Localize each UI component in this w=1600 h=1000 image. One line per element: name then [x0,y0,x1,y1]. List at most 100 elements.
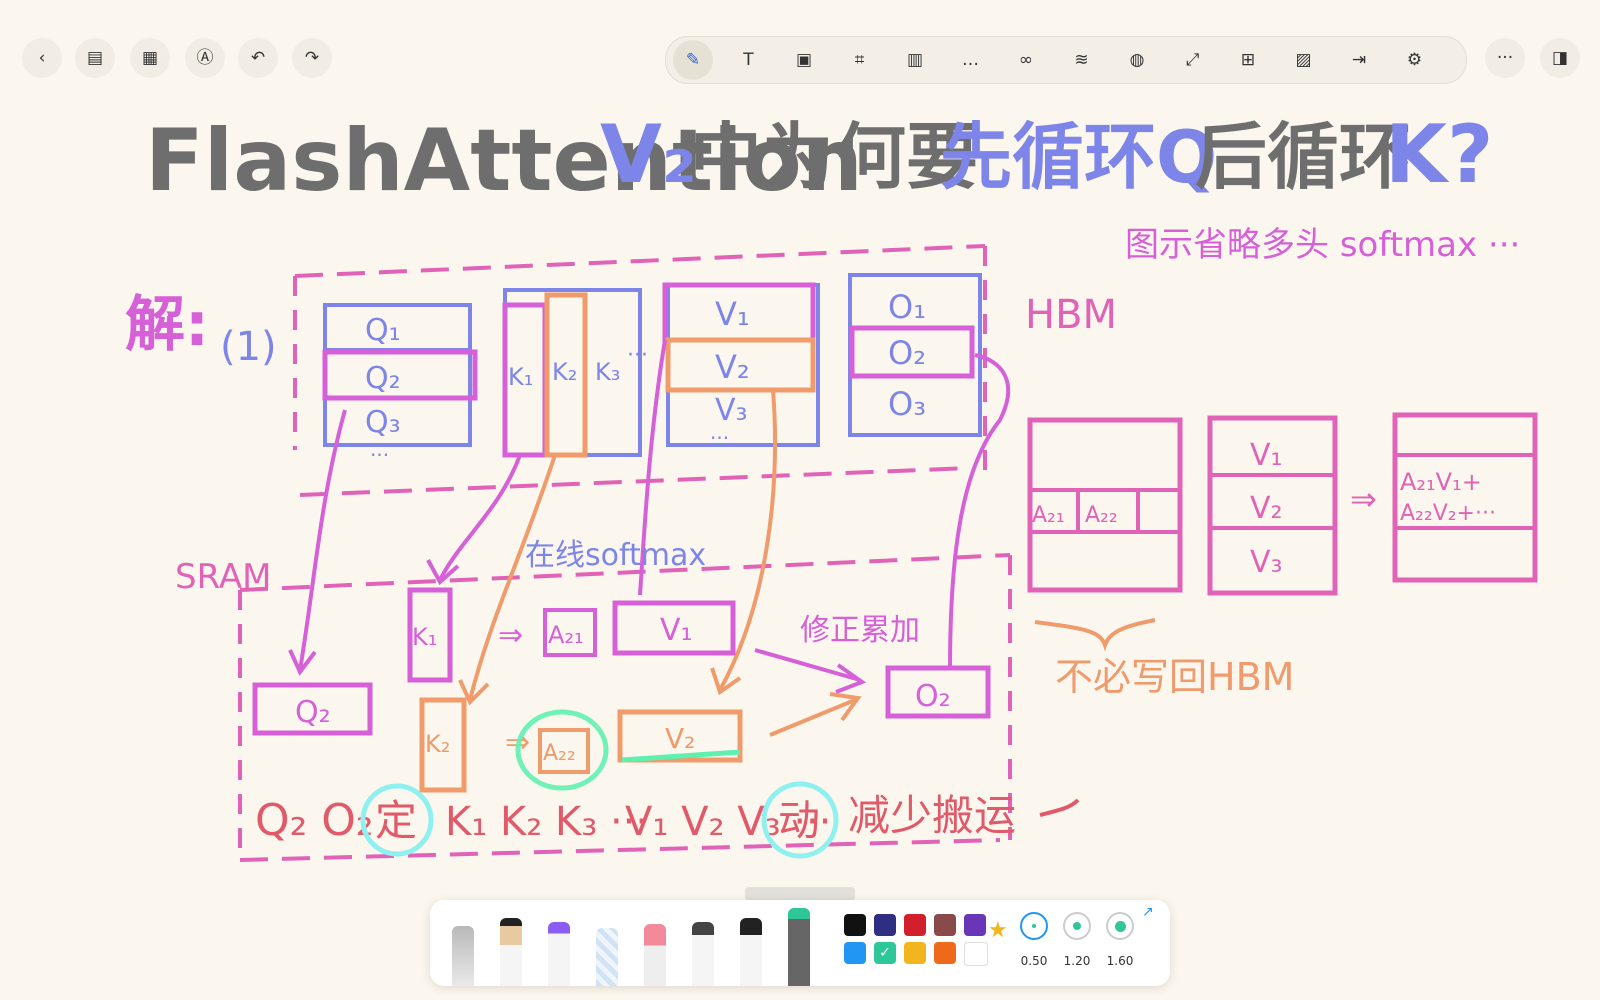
pen-mode-icon[interactable]: Ⓐ [185,38,225,78]
redo-icon[interactable]: ↷ [292,38,332,78]
color-swatch-d21f2c[interactable] [904,914,926,936]
more-icon-glyph: ··· [1496,47,1514,68]
panel-icon[interactable]: ◨ [1540,38,1580,78]
fountain-pen-icon[interactable] [452,926,474,986]
marker-icon[interactable] [548,922,570,986]
mic-tool-icon[interactable]: ◍ [1117,40,1157,80]
bottom-k-label: K₁ K₂ K₃ ··· [445,799,648,845]
color-swatch-2ec79a[interactable]: ✓ [874,942,896,964]
color-swatch-ee6a1a[interactable] [934,942,956,964]
bottom-reduce-label: 减少搬运 [848,791,1016,840]
bottom-fixed-label: Q₂ O₂ [255,795,374,846]
v2-label: V₂ [715,348,750,386]
jie-label: 解: [125,290,209,360]
title-flashattention: FlashAttention [145,111,863,211]
title-k: K? [1385,108,1493,201]
mic-tool-icon-glyph: ◍ [1129,49,1145,70]
layers-tool-icon-glyph: ≋ [1074,49,1089,70]
arrow-k1: ⇒ [498,618,523,653]
k1-label: K₁ [508,363,533,391]
pen-tool-icon[interactable]: ✎ [673,40,713,80]
color-swatch-6a36b8[interactable] [964,914,986,936]
title-cn-part3: 后循环 [1195,115,1411,199]
size-050-button[interactable] [1020,912,1048,940]
sram-v2-label: V₂ [665,722,695,755]
panel-icon-glyph: ◨ [1551,47,1569,68]
o-matrix: O₁ O₂ O₃ [848,273,982,437]
right-v1-label: V₁ [1250,438,1283,473]
sram-v1-label: V₁ [660,613,693,648]
sidebar-icon-glyph: ▤ [86,47,104,68]
crop-tool-icon[interactable]: ⌗ [840,40,880,80]
image-tool-icon[interactable]: ▣ [784,40,824,80]
o1-label: O₁ [888,288,926,326]
back-icon[interactable]: ‹ [22,38,62,78]
size-120-button[interactable] [1063,912,1091,940]
pencil-icon[interactable] [500,918,522,986]
subnote-text: 图示省略多头 softmax ··· [1125,225,1520,265]
export-tool-icon[interactable]: ⇥ [1339,40,1379,80]
color-swatch-2e2e82[interactable] [874,914,896,936]
size-label-120: 1.20 [1063,954,1091,968]
q-matrix: Q₁ Q₂ Q₃ [322,303,478,447]
crop-tool-icon-glyph: ⌗ [854,49,865,70]
color-swatch-8a4a4a[interactable] [934,914,956,936]
size-label-160: 1.60 [1106,954,1134,968]
v-dots: ··· [710,426,729,450]
more-icon[interactable]: ··· [1485,38,1525,78]
undo-icon[interactable]: ↶ [238,38,278,78]
size-160-button[interactable] [1106,912,1134,940]
sram-k2-label: K₂ [425,730,450,758]
layers-tool-icon[interactable]: ≋ [1062,40,1102,80]
right-v3-label: V₃ [1250,545,1283,580]
expand-tool-icon[interactable]: ⤢ [1173,40,1213,80]
text-tool-icon[interactable]: T [729,40,769,80]
add-page-icon[interactable]: ⊞ [1228,40,1268,80]
color-swatch-2196f3[interactable] [844,942,866,964]
pen-palette: ✓ ★ 0.50 1.20 1.60 ↗ [430,900,1170,986]
link-tool-icon-glyph: ∞ [1018,49,1034,70]
step-label: (1) [220,324,277,370]
k3-label: K₃ [595,358,620,386]
v-matrix: V₁ V₂ V₃ ··· [662,282,820,450]
favorite-star-icon[interactable]: ★ [988,918,1008,943]
palette-drag-handle[interactable] [745,887,855,901]
active-pen-icon[interactable] [788,908,810,986]
right-result-line2: A₂₂V₂+··· [1400,501,1496,526]
title-cn-part1: 中为何要 [690,115,978,199]
size-label-050: 0.50 [1020,954,1048,968]
pattern-tool-icon[interactable]: ▨ [1284,40,1324,80]
color-swatch-ffffff[interactable] [964,942,988,966]
hbm-label: HBM [1025,292,1117,338]
sram-o2-label: O₂ [915,679,951,714]
ruler-tool-icon[interactable]: ▥ [895,40,935,80]
pattern-tool-icon-glyph: ▨ [1295,49,1312,70]
arrow-k2: ⇒ [505,725,530,760]
color-swatch-111111[interactable] [844,914,866,936]
no-writeback-label: 不必写回HBM [1055,655,1294,699]
color-swatch-f2b51e[interactable] [904,942,926,964]
k-dots: ··· [627,343,648,368]
expand-tool-icon-glyph: ⤢ [1185,49,1200,70]
brush-pen-icon[interactable] [740,918,762,986]
export-tool-icon-glyph: ⇥ [1351,49,1367,70]
expand-palette-icon[interactable]: ↗ [1142,904,1154,920]
sram-q2-label: Q₂ [295,695,331,730]
right-arrow: ⇒ [1350,480,1377,518]
fix-accum-label: 修正累加 [800,613,920,648]
settings-icon[interactable]: ⚙ [1395,40,1435,80]
sram-k1-label: K₁ [412,623,437,651]
v1-label: V₁ [715,295,750,333]
link-tool-icon[interactable]: ∞ [1006,40,1046,80]
sidebar-icon[interactable]: ▤ [75,38,115,78]
grid-icon[interactable]: ▦ [130,38,170,78]
highlighter-icon[interactable] [596,928,618,986]
comment-tool-icon[interactable]: … [951,40,991,80]
eraser-icon[interactable] [644,924,666,986]
title-v2: V₂ [600,108,697,201]
sram-label: SRAM [175,557,271,597]
pen-tool-icon-glyph: ✎ [685,49,701,70]
lasso-icon[interactable] [692,922,714,986]
title-cn-part2: 先循环Q [940,115,1217,199]
